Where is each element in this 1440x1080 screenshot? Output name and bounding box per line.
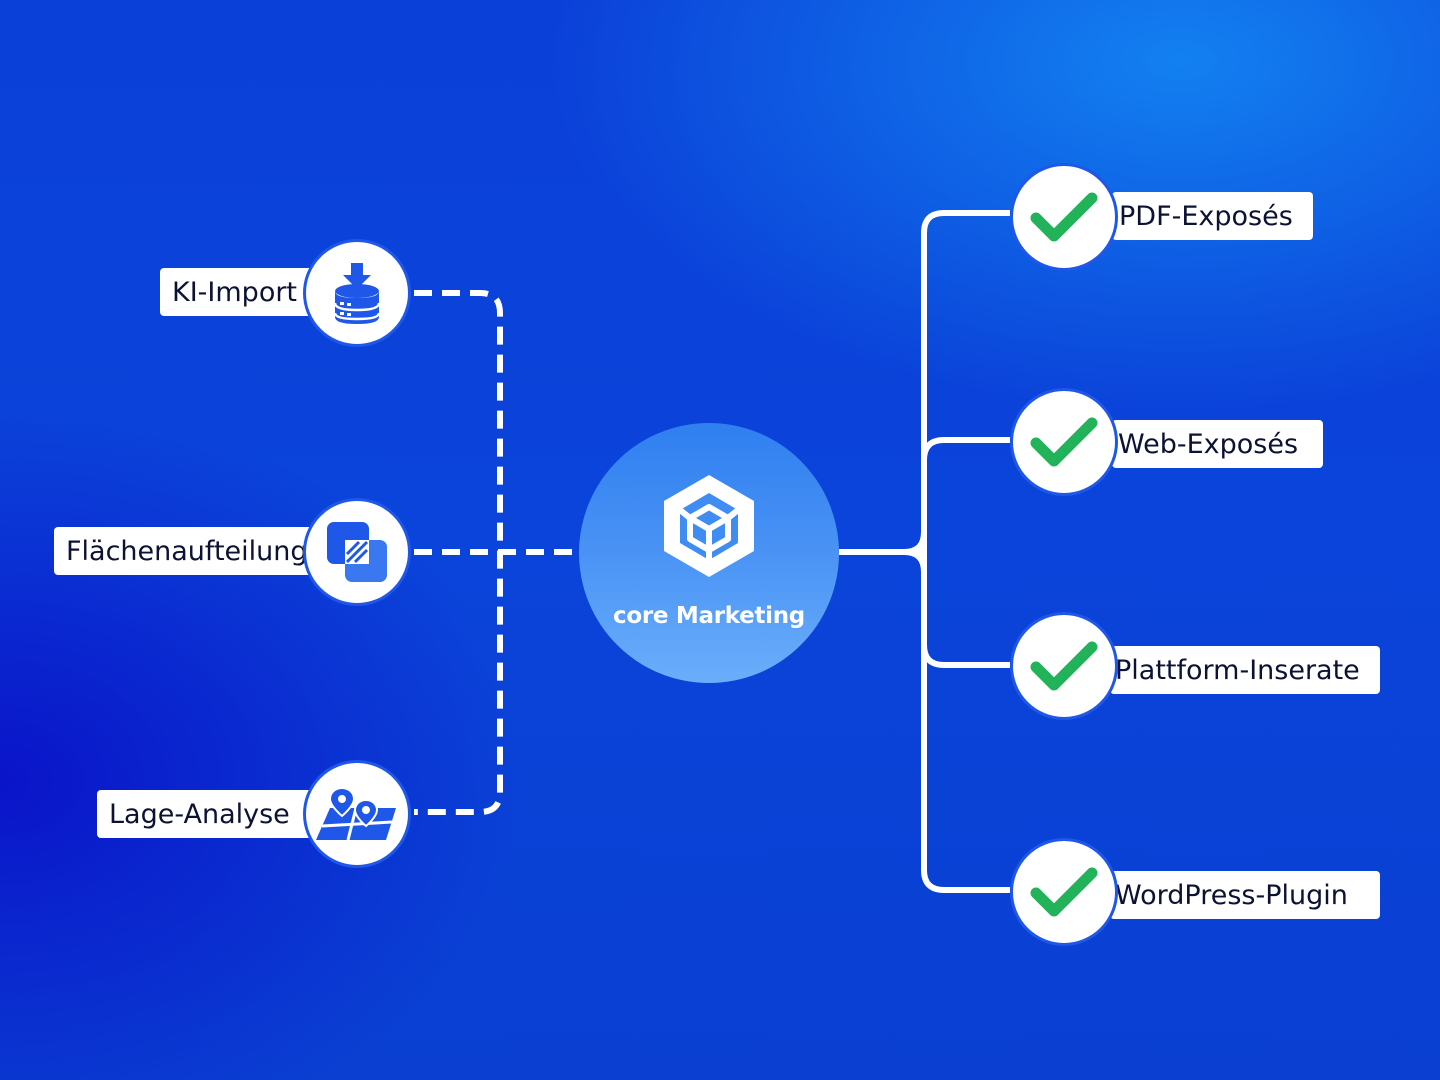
output-label-web-exposes: Web-Exposés bbox=[1112, 420, 1323, 468]
map-pin-icon bbox=[312, 786, 402, 842]
hub-title: core Marketing bbox=[613, 603, 805, 629]
check-icon bbox=[1028, 863, 1100, 921]
input-node-ki-import[interactable] bbox=[303, 239, 411, 347]
input-node-flaechenaufteilung[interactable] bbox=[303, 498, 411, 606]
connector-output-bus bbox=[921, 210, 1010, 893]
output-text-plattform-inserate: Plattform-Inserate bbox=[1115, 654, 1360, 686]
output-text-web-exposes: Web-Exposés bbox=[1118, 428, 1299, 460]
check-icon bbox=[1028, 188, 1100, 246]
check-icon bbox=[1028, 413, 1100, 471]
input-text-ki-import: KI-Import bbox=[172, 276, 298, 308]
connector-hub-join bbox=[903, 531, 927, 573]
core-marketing-hub[interactable]: core Marketing bbox=[579, 423, 839, 683]
layout-split-icon bbox=[325, 520, 389, 584]
output-node-wordpress-plugin[interactable] bbox=[1010, 838, 1118, 946]
input-text-lage-analyse: Lage-Analyse bbox=[109, 798, 290, 830]
input-node-lage-analyse[interactable] bbox=[303, 760, 411, 868]
output-node-plattform-inserate[interactable] bbox=[1010, 612, 1118, 720]
output-label-pdf-exposes: PDF-Exposés bbox=[1112, 192, 1313, 240]
output-label-wordpress-plugin: WordPress-Plugin bbox=[1110, 871, 1380, 919]
database-download-icon bbox=[331, 261, 383, 325]
check-icon bbox=[1028, 637, 1100, 695]
output-label-plattform-inserate: Plattform-Inserate bbox=[1110, 646, 1380, 694]
connector-web-exposes bbox=[921, 437, 1010, 461]
output-text-wordpress-plugin: WordPress-Plugin bbox=[1115, 879, 1348, 911]
output-node-pdf-exposes[interactable] bbox=[1010, 163, 1118, 271]
input-label-flaechenaufteilung: Flächenaufteilung bbox=[54, 527, 354, 575]
connector-plattform bbox=[921, 644, 1010, 668]
cube-hexagon-logo-icon bbox=[654, 471, 764, 585]
input-text-flaechenaufteilung: Flächenaufteilung bbox=[66, 535, 308, 567]
output-text-pdf-exposes: PDF-Exposés bbox=[1119, 200, 1293, 232]
output-node-web-exposes[interactable] bbox=[1010, 388, 1118, 496]
